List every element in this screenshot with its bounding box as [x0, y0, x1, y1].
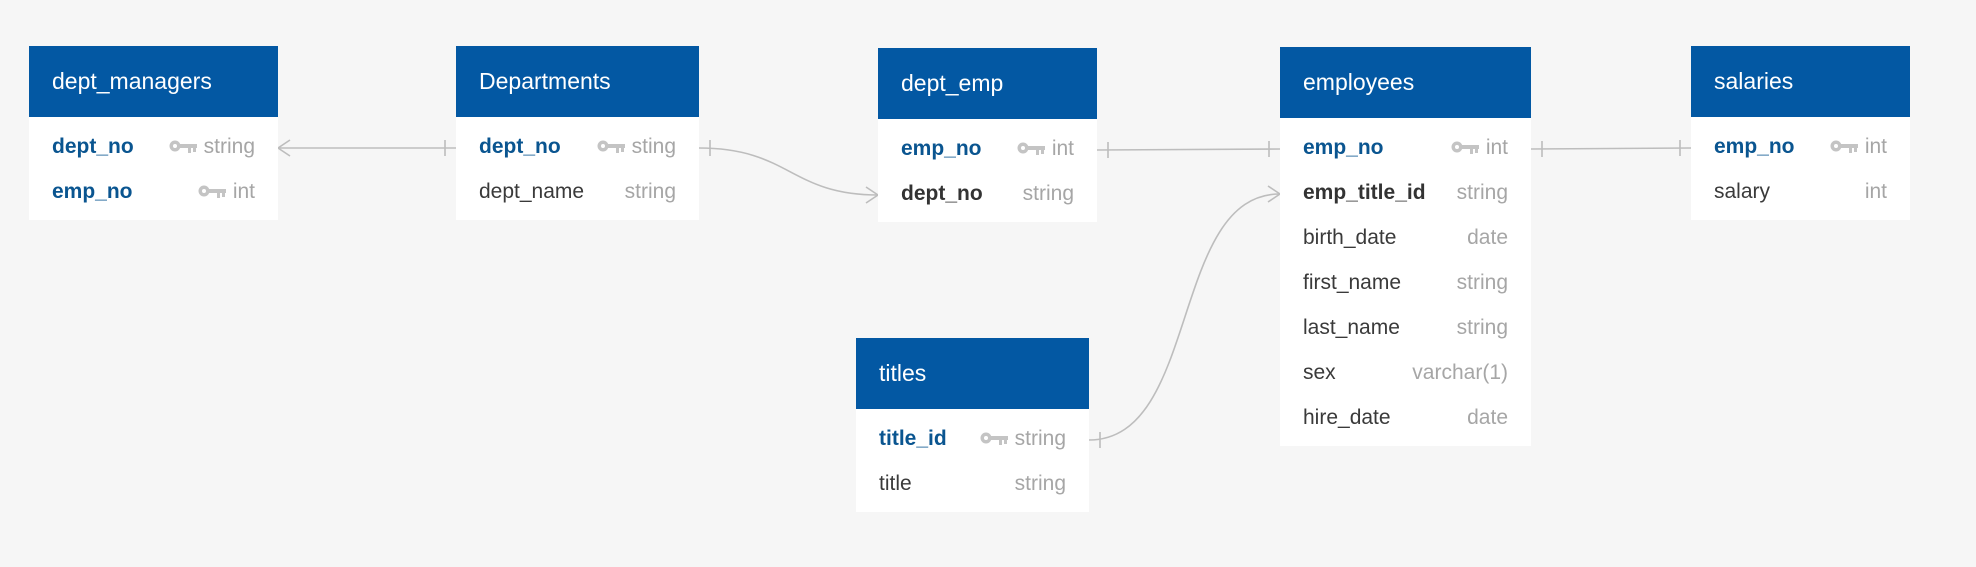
entity-titles[interactable]: titles title_id string title string: [856, 338, 1089, 512]
field-name: dept_no: [479, 134, 561, 158]
relationship-line: [1530, 147, 1692, 150]
entity-fields: emp_no int salary int: [1691, 117, 1910, 220]
entity-title: titles: [879, 360, 927, 386]
primary-key-icon: [1017, 142, 1045, 155]
entity-header[interactable]: salaries: [1691, 46, 1910, 117]
field-row[interactable]: dept_no string: [878, 171, 1097, 216]
entity-dept-emp[interactable]: dept_emp emp_no int dept_no string: [878, 48, 1097, 222]
field-row[interactable]: title_id string: [856, 416, 1089, 461]
field-row[interactable]: emp_title_id string: [1280, 170, 1531, 215]
field-row[interactable]: emp_no int: [1280, 125, 1531, 170]
field-row[interactable]: sex varchar(1): [1280, 350, 1531, 395]
field-type: string: [1014, 471, 1066, 495]
field-name: title: [879, 471, 912, 495]
field-name: emp_no: [1714, 134, 1795, 158]
field-name: emp_no: [52, 179, 133, 203]
field-name: salary: [1714, 179, 1771, 203]
entity-fields: emp_no int dept_no string: [878, 119, 1097, 222]
field-type: sting: [631, 134, 676, 158]
entity-employees[interactable]: employees emp_no int emp_title_id string…: [1280, 47, 1531, 446]
field-name: title_id: [879, 426, 947, 450]
field-row[interactable]: emp_no int: [878, 126, 1097, 171]
field-row[interactable]: dept_no sting: [456, 124, 699, 169]
entity-title: employees: [1303, 69, 1415, 95]
field-name: hire_date: [1303, 405, 1391, 429]
relationship-line: [1088, 193, 1281, 441]
entity-dept-managers[interactable]: dept_managers dept_no string emp_no int: [29, 46, 278, 220]
field-row[interactable]: dept_no string: [29, 124, 278, 169]
field-type: int: [1485, 135, 1508, 159]
field-row[interactable]: birth_date date: [1280, 215, 1531, 260]
field-name: dept_name: [479, 179, 585, 203]
entity-header[interactable]: Departments: [456, 46, 699, 117]
field-name: dept_no: [52, 134, 134, 158]
primary-key-icon: [198, 185, 226, 198]
field-type: string: [1022, 181, 1074, 205]
field-type: date: [1467, 405, 1508, 429]
field-row[interactable]: dept_name string: [456, 169, 699, 214]
entity-header[interactable]: dept_managers: [29, 46, 278, 117]
field-type: int: [1051, 136, 1074, 160]
entity-title: dept_emp: [901, 70, 1004, 96]
field-type: varchar(1): [1412, 360, 1508, 384]
entity-fields: emp_no int emp_title_id string birth_dat…: [1280, 118, 1531, 446]
field-type: int: [1864, 179, 1887, 203]
relationship-line: [698, 147, 879, 196]
field-row[interactable]: first_name string: [1280, 260, 1531, 305]
entity-title: salaries: [1714, 68, 1794, 94]
field-row[interactable]: emp_no int: [1691, 124, 1910, 169]
relationship-line: [1096, 148, 1281, 151]
entity-fields: dept_no sting dept_name string: [456, 117, 699, 220]
primary-key-icon: [1451, 141, 1479, 154]
field-row[interactable]: emp_no int: [29, 169, 278, 214]
field-type: string: [624, 179, 676, 203]
entity-header[interactable]: titles: [856, 338, 1089, 409]
field-row[interactable]: last_name string: [1280, 305, 1531, 350]
field-type: string: [1014, 426, 1066, 450]
field-name: emp_title_id: [1303, 180, 1426, 204]
field-name: dept_no: [901, 181, 983, 205]
primary-key-icon: [1830, 140, 1858, 153]
field-type: string: [203, 134, 255, 158]
entity-header[interactable]: employees: [1280, 47, 1531, 118]
crowfoot-many-marker: [277, 139, 291, 157]
field-type: string: [1456, 315, 1508, 339]
field-type: int: [232, 179, 255, 203]
primary-key-icon: [980, 432, 1008, 445]
field-row[interactable]: hire_date date: [1280, 395, 1531, 440]
crowfoot-many-marker: [865, 186, 879, 204]
field-row[interactable]: salary int: [1691, 169, 1910, 214]
entity-departments[interactable]: Departments dept_no sting dept_name stri…: [456, 46, 699, 220]
field-type: date: [1467, 225, 1508, 249]
field-type: string: [1456, 180, 1508, 204]
field-name: birth_date: [1303, 225, 1397, 249]
field-row[interactable]: title string: [856, 461, 1089, 506]
entity-salaries[interactable]: salaries emp_no int salary int: [1691, 46, 1910, 220]
field-name: emp_no: [901, 136, 982, 160]
entity-fields: dept_no string emp_no int: [29, 117, 278, 220]
entity-title: Departments: [479, 68, 611, 94]
field-name: first_name: [1303, 270, 1402, 294]
field-name: sex: [1303, 360, 1336, 384]
primary-key-icon: [169, 140, 197, 153]
primary-key-icon: [597, 140, 625, 153]
field-type: int: [1864, 134, 1887, 158]
field-name: emp_no: [1303, 135, 1384, 159]
entity-header[interactable]: dept_emp: [878, 48, 1097, 119]
field-name: last_name: [1303, 315, 1400, 339]
crowfoot-many-marker: [1267, 185, 1281, 203]
entity-fields: title_id string title string: [856, 409, 1089, 512]
entity-title: dept_managers: [52, 68, 212, 94]
field-type: string: [1456, 270, 1508, 294]
